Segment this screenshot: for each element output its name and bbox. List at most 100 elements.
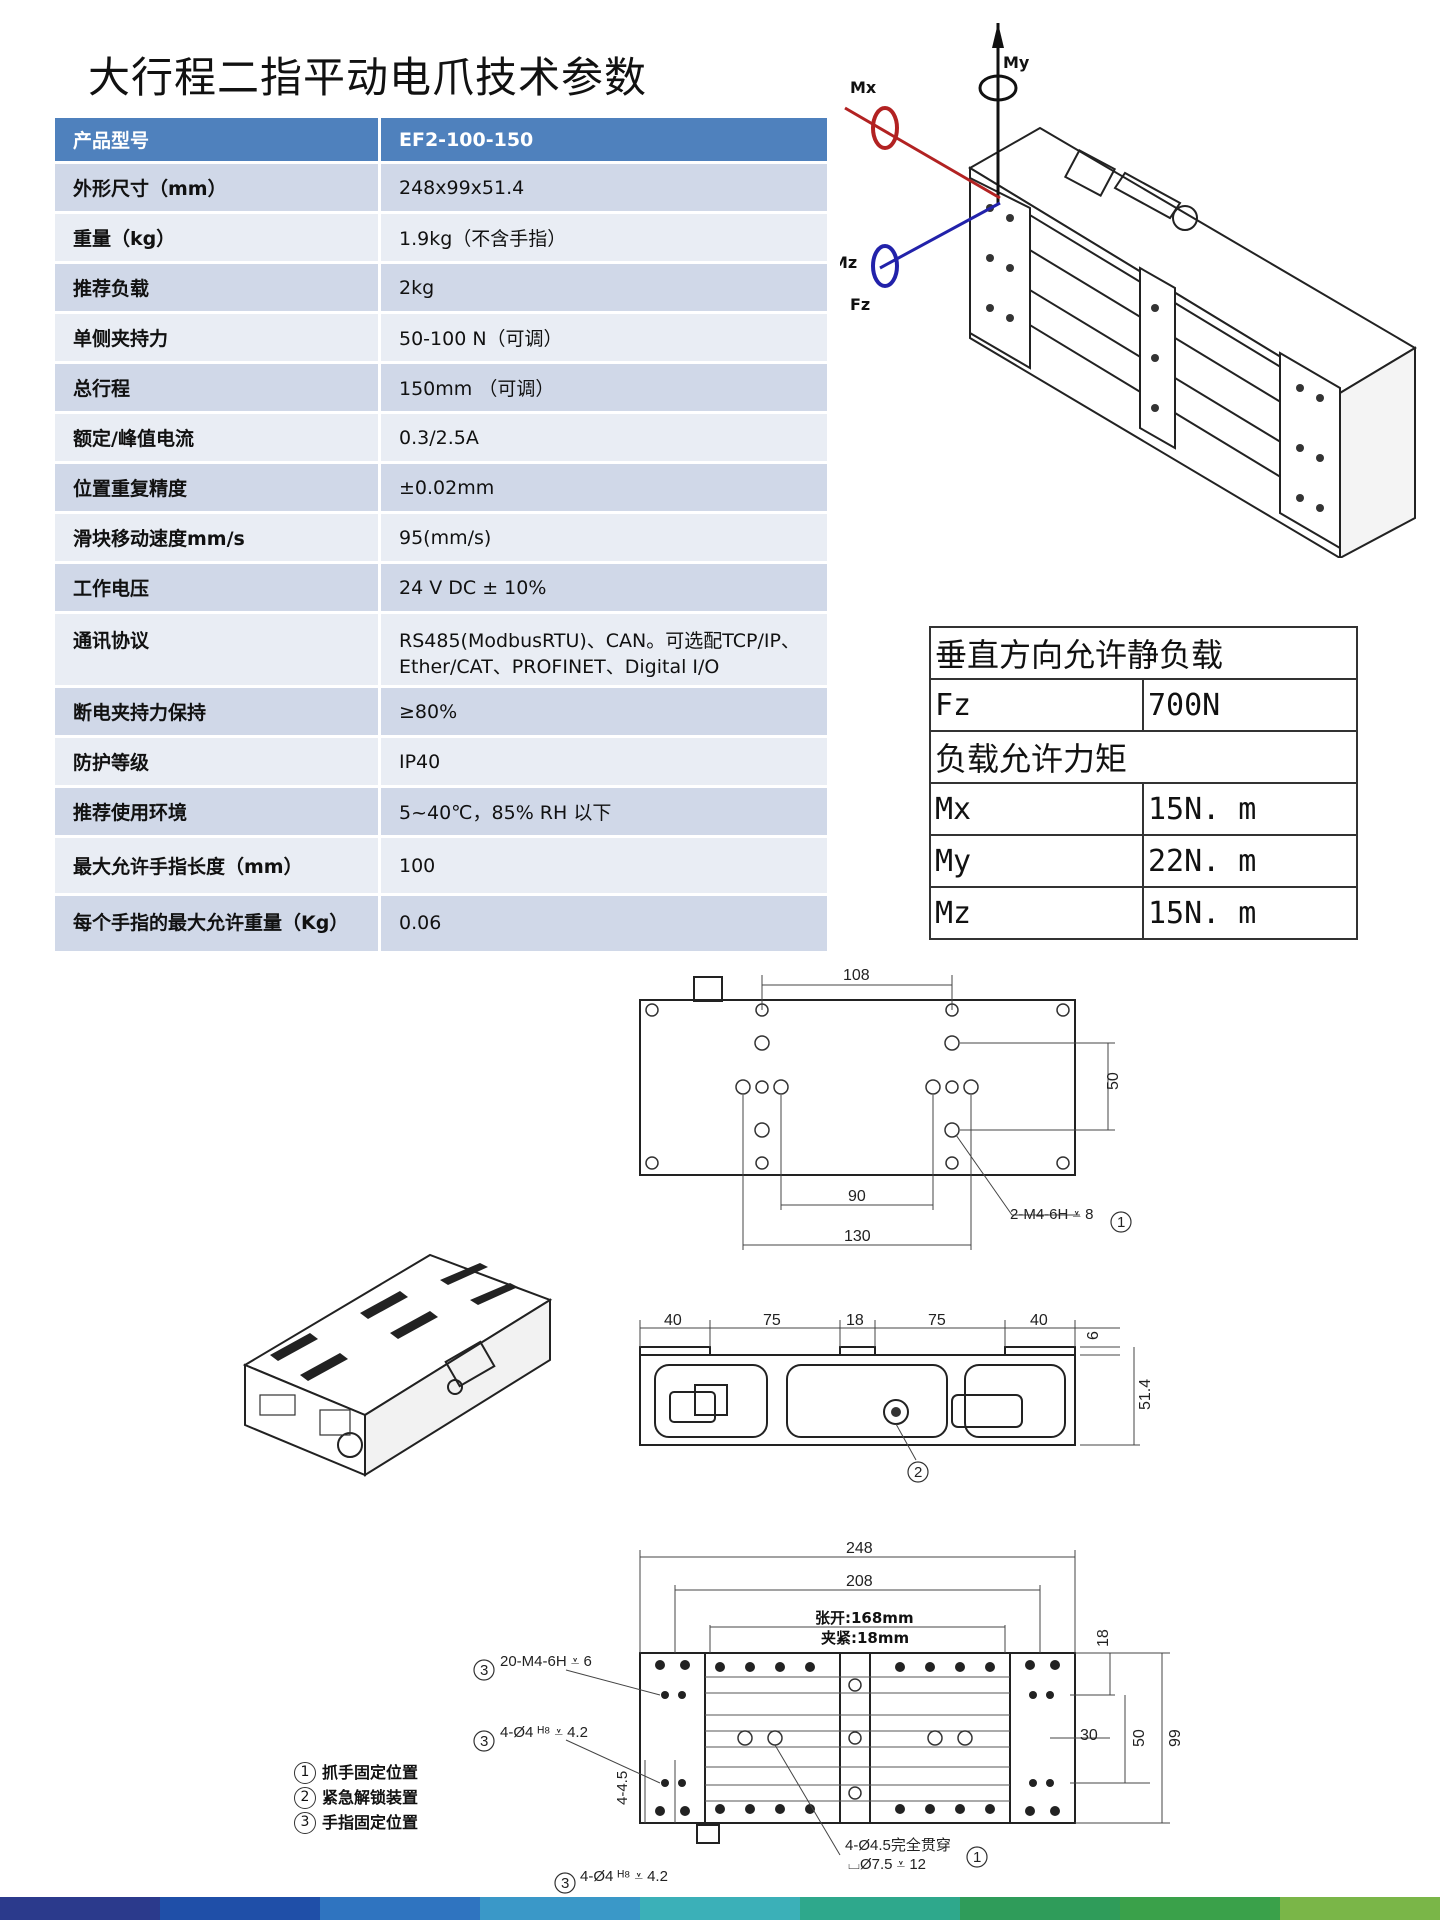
load-value: 15N. m [1142,782,1358,836]
bar-segment [320,1897,480,1920]
spec-value: 5~40℃，85% RH 以下 [381,788,827,838]
side-dim-40b: 40 [1030,1312,1048,1329]
front-dim-99: 99 [1167,1729,1184,1747]
spec-label: 通讯协议 [55,614,381,688]
front-dim-45: 4-4.5 [614,1771,631,1805]
dim-90: 90 [848,1188,866,1205]
spec-value: 1.9kg（不含手指） [381,214,827,264]
load-key: Fz [929,678,1144,732]
legend-text: 抓手固定位置 [322,1763,419,1782]
front-dim-30: 30 [1080,1727,1098,1744]
side-dim-40a: 40 [664,1312,682,1329]
moment-heading: 负载允许力矩 [929,730,1358,784]
spec-label: 工作电压 [55,564,381,614]
legend-text: 紧急解锁装置 [322,1788,419,1807]
callout-3c-no: 3 [561,1875,569,1892]
bottom-color-bar [0,1897,1440,1920]
callout-3b-no: 3 [480,1733,488,1750]
spec-label: 推荐负载 [55,264,381,314]
table-row: 负载允许力矩 [929,730,1358,784]
spec-label: 位置重复精度 [55,464,381,514]
table-row: 通讯协议 RS485(ModbusRTU)、CAN。可选配TCP/IP、Ethe… [55,614,827,688]
spec-label: 每个手指的最大允许重量（Kg） [55,896,381,954]
spec-label: 推荐使用环境 [55,788,381,838]
dim-130: 130 [844,1228,871,1245]
spec-header-label: 产品型号 [55,118,381,164]
spec-label: 总行程 [55,364,381,414]
callout-m4: 2-M4-6H ⩡ 8 [1010,1206,1093,1223]
legend-text: 手指固定位置 [322,1813,419,1832]
spec-value: IP40 [381,738,827,788]
callout-4-o4-lower: 4-Ø4 ᴴ⁸ ⩡ 4.2 [580,1868,668,1885]
spec-value: 50-100 N（可调） [381,314,827,364]
front-dim-208: 208 [846,1573,873,1590]
load-heading: 垂直方向允许静负载 [929,626,1358,680]
callout-no-1: 1 [1117,1214,1125,1231]
load-key: Mx [929,782,1144,836]
callout-4-o4-upper: 4-Ø4 ᴴ⁸ ⩡ 4.2 [500,1724,588,1741]
table-row: 垂直方向允许静负载 [929,626,1358,680]
gripper-isometric-axes-drawing: My Mx Mz Fz [840,23,1417,558]
dim-50: 50 [1105,1072,1122,1090]
bar-segment [800,1897,960,1920]
spec-value: 0.06 [381,896,827,954]
spec-label: 断电夹持力保持 [55,688,381,738]
mx-axis-label: Mx [850,78,877,97]
load-value: 700N [1142,678,1358,732]
spec-header-value: EF2-100-150 [381,118,827,164]
legend-number: 2 [294,1786,316,1809]
callout-20-m4: 20-M4-6H ⩡ 6 [500,1653,592,1670]
bar-segment [1120,1897,1280,1920]
table-row: 外形尺寸（mm）248x99x51.4 [55,164,827,214]
front-dim-248: 248 [846,1540,873,1557]
spec-value: 150mm （可调） [381,364,827,414]
spec-value: 24 V DC ± 10% [381,564,827,614]
bar-segment [640,1897,800,1920]
spec-label: 最大允许手指长度（mm） [55,838,381,896]
callout-1-no: 1 [973,1849,981,1866]
front-dim-18: 18 [1095,1629,1112,1647]
spec-value: 2kg [381,264,827,314]
callout-3a-no: 3 [480,1662,488,1679]
load-value: 22N. m [1142,834,1358,888]
bar-segment [0,1897,160,1920]
dim-108: 108 [843,967,870,984]
bar-segment [1280,1897,1440,1920]
close-stroke-label: 夹紧:18mm [821,1629,909,1647]
table-row: 断电夹持力保持≥80% [55,688,827,738]
front-dim-50: 50 [1131,1729,1148,1747]
spec-label: 单侧夹持力 [55,314,381,364]
my-axis-label: My [1003,53,1030,72]
legend-item: 2 紧急解锁装置 [294,1785,418,1810]
spec-value: 100 [381,838,827,896]
load-key: My [929,834,1144,888]
table-row: 每个手指的最大允许重量（Kg）0.06 [55,896,827,954]
callout-counterbore: ⌴Ø7.5 ⩡ 12 [848,1856,926,1873]
spec-value: ±0.02mm [381,464,827,514]
table-row: 位置重复精度±0.02mm [55,464,827,514]
spec-value: ≥80% [381,688,827,738]
side-dim-18: 18 [846,1312,864,1329]
spec-label: 重量（kg） [55,214,381,264]
spec-header-row: 产品型号 EF2-100-150 [55,118,827,164]
page-title: 大行程二指平动电爪技术参数 [88,53,648,102]
spec-label: 额定/峰值电流 [55,414,381,464]
fz-axis-label: Fz [850,295,870,314]
side-view-drawing: 40 75 18 75 40 6 51.4 2 [639,1312,1154,1483]
legend-item: 3 手指固定位置 [294,1810,418,1835]
spec-label: 滑块移动速度mm/s [55,514,381,564]
bar-segment [960,1897,1120,1920]
side-dim-75a: 75 [763,1312,781,1329]
legend-number: 3 [294,1811,316,1834]
